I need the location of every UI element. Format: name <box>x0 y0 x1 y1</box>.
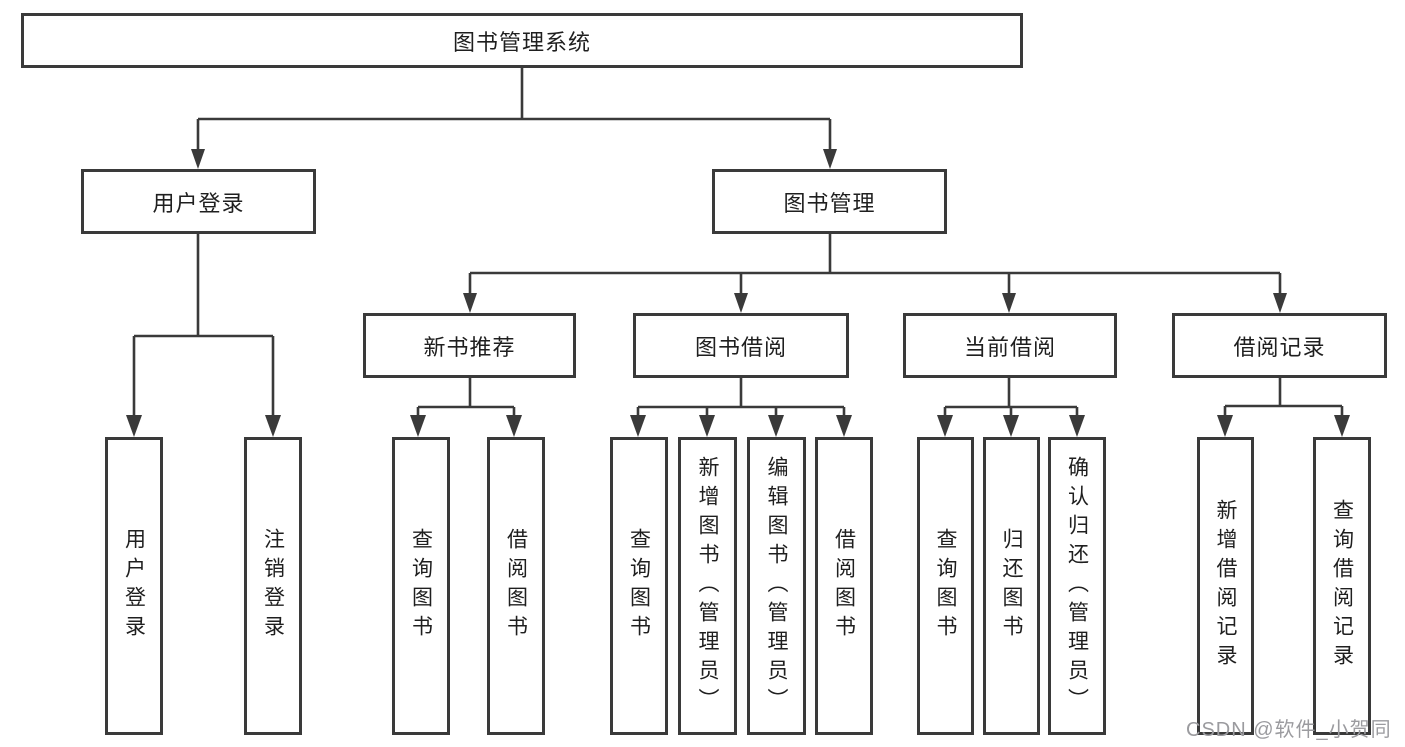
leaf-current-query: 查询图书 <box>917 437 974 735</box>
leaf-borrow-query: 查询图书 <box>610 437 668 735</box>
leaf-user-login: 用户登录 <box>105 437 163 735</box>
node-borrow-records: 借阅记录 <box>1172 313 1387 378</box>
connector-book-mgmt <box>463 234 1287 313</box>
node-root: 图书管理系统 <box>21 13 1023 68</box>
leaf-logout: 注销登录 <box>244 437 302 735</box>
node-book-borrow: 图书借阅 <box>633 313 849 378</box>
connector-new-books <box>410 378 522 437</box>
leaf-records-query: 查询借阅记录 <box>1313 437 1371 735</box>
node-book-mgmt: 图书管理 <box>712 169 947 234</box>
node-user-login: 用户登录 <box>81 169 316 234</box>
leaf-borrow-edit-admin: 编辑图书（管理员） <box>747 437 806 735</box>
connector-borrow-records <box>1217 378 1350 437</box>
leaf-borrow-borrow: 借阅图书 <box>815 437 873 735</box>
leaf-newbooks-query: 查询图书 <box>392 437 450 735</box>
connector-user-login <box>126 234 281 437</box>
connector-root <box>191 68 837 169</box>
leaf-current-confirm-admin: 确认归还（管理员） <box>1048 437 1106 735</box>
leaf-newbooks-borrow: 借阅图书 <box>487 437 545 735</box>
node-current-borrow: 当前借阅 <box>903 313 1117 378</box>
node-new-books: 新书推荐 <box>363 313 576 378</box>
leaf-current-return: 归还图书 <box>983 437 1040 735</box>
connector-current-borrow <box>937 378 1085 437</box>
connector-book-borrow <box>630 378 852 437</box>
leaf-borrow-add-admin: 新增图书（管理员） <box>678 437 737 735</box>
csdn-watermark: CSDN @软件_小贺同学 <box>1186 719 1392 741</box>
leaf-records-add: 新增借阅记录 <box>1197 437 1254 735</box>
